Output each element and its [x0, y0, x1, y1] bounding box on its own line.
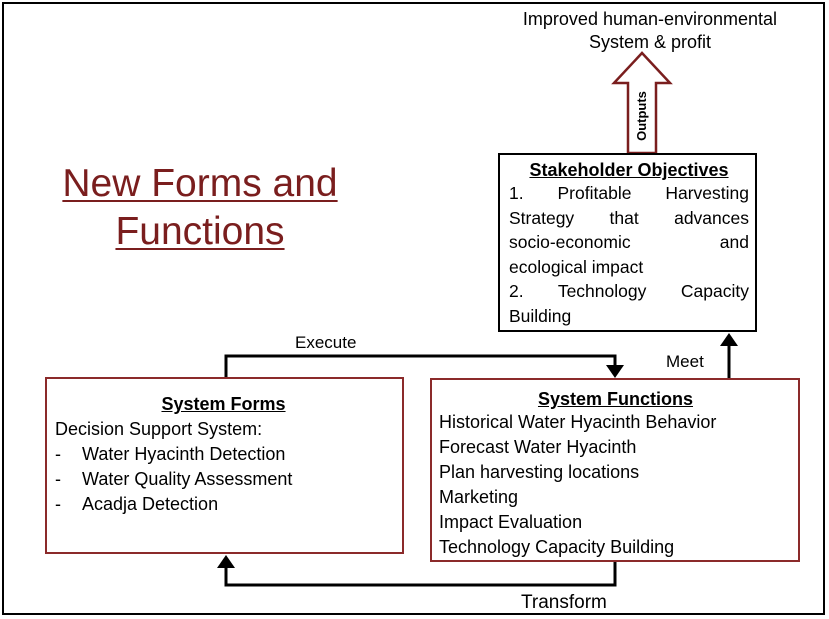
bullet-dash: - [55, 469, 61, 489]
system-forms-item: - Water Quality Assessment [55, 467, 392, 492]
bullet-dash: - [55, 494, 61, 514]
system-functions-box: System Functions Historical Water Hyacin… [430, 378, 800, 562]
outputs-arrow-label: Outputs [634, 91, 649, 141]
stakeholder-objective-line: socio-economic and [509, 232, 749, 253]
system-forms-item: - Acadja Detection [55, 492, 392, 517]
system-forms-item-label: Water Quality Assessment [82, 469, 293, 489]
outputs-result: Improved human-environmental System & pr… [470, 8, 829, 54]
stakeholder-objective-line: Strategy that advances [509, 207, 749, 228]
stakeholder-objective-line: 1. Profitable Harvesting [509, 183, 749, 203]
bullet-dash: - [55, 444, 61, 464]
diagram-title-line-2: Functions [115, 210, 285, 253]
system-forms-intro: Decision Support System: [55, 419, 263, 439]
execute-arrow-head [606, 365, 624, 378]
system-forms-box: System Forms Decision Support System: - … [45, 377, 404, 554]
outputs-result-line-2: System & profit [588, 32, 712, 52]
meet-label: Meet [666, 352, 704, 371]
stakeholder-objectives-title: Stakeholder Objectives [529, 160, 729, 180]
system-functions-item: Historical Water Hyacinth Behavior [439, 412, 717, 432]
transform-label: Transform [521, 592, 607, 613]
stakeholder-objectives-box: Stakeholder Objectives 1. Profitable Har… [498, 153, 757, 332]
diagram-title: New Forms and Functions [30, 160, 370, 256]
system-functions-item: Technology Capacity Building [439, 537, 675, 557]
system-functions-item: Impact Evaluation [439, 512, 583, 532]
execute-arrow-line [224, 354, 617, 377]
execute-label: Execute [295, 333, 357, 352]
system-functions-title: System Functions [537, 389, 694, 409]
system-forms-item-label: Acadja Detection [82, 494, 219, 514]
transform-arrow-head [217, 555, 235, 568]
diagram-title-line-1: New Forms and [62, 162, 338, 205]
outputs-arrow [611, 51, 673, 155]
system-functions-item: Forecast Water Hyacinth [439, 437, 637, 457]
system-forms-item-label: Water Hyacinth Detection [82, 444, 286, 464]
system-forms-title: System Forms [161, 394, 286, 414]
stakeholder-objective-line: ecological impact [509, 256, 644, 277]
stakeholder-objective-line: 2. Technology Capacity [509, 281, 749, 302]
system-forms-item: - Water Hyacinth Detection [55, 442, 392, 467]
outputs-result-line-1: Improved human-environmental [522, 9, 778, 29]
system-functions-item: Marketing [439, 487, 519, 507]
meet-arrow-head [720, 333, 738, 346]
stakeholder-objective-line: Building [509, 305, 572, 326]
system-functions-item: Plan harvesting locations [439, 462, 640, 482]
transform-arrow-line [224, 562, 617, 587]
